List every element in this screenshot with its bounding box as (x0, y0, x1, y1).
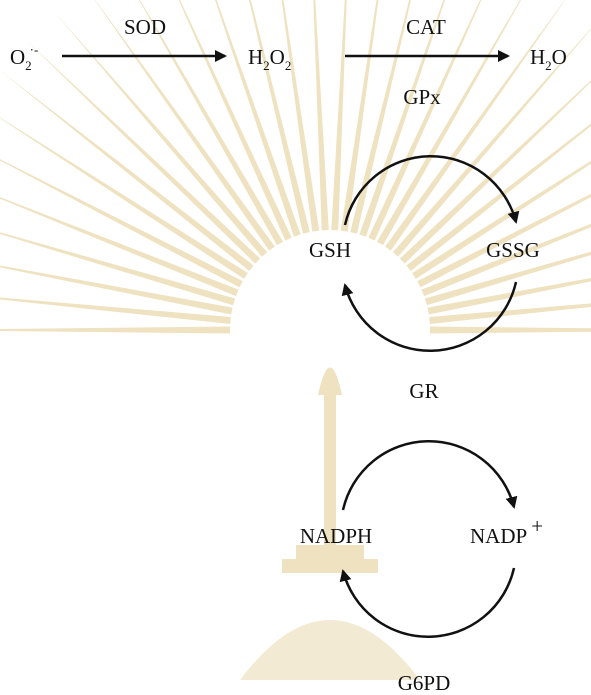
hydrogen-peroxide-label: H2O2 (248, 45, 291, 73)
watermark-ray (54, 12, 268, 257)
gr-enzyme-label: GR (409, 379, 438, 403)
watermark-ray (214, 0, 301, 237)
superoxide-label: O2·- (10, 42, 38, 73)
water-label: H2O (530, 45, 567, 73)
watermark-ray (350, 0, 411, 234)
watermark-rays (0, 0, 591, 334)
watermark-ray (376, 0, 522, 246)
watermark-ray (0, 197, 239, 297)
g6pd-enzyme-label: G6PD (398, 671, 451, 695)
watermark-ray (26, 40, 261, 264)
watermark-ray (359, 0, 446, 237)
watermark-ray (340, 0, 379, 232)
gsh-oxidation-arrow (343, 155, 520, 226)
watermark-ray (0, 326, 231, 334)
watermark-ray (0, 70, 254, 271)
sod-enzyme-label: SOD (124, 15, 166, 39)
watermark-ray (399, 80, 591, 264)
nadp-reduction-arrow (339, 567, 516, 638)
watermark-ray (421, 223, 591, 297)
watermark-ray (0, 297, 231, 324)
watermark-ray (427, 277, 591, 315)
nadph-oxidation-arrow (341, 440, 518, 511)
gssg-reduction-arrow (341, 281, 518, 352)
gsh-label: GSH (309, 238, 351, 262)
watermark-ray (392, 28, 591, 257)
gpx-enzyme-label: GPx (403, 85, 441, 109)
gssg-label: GSSG (486, 238, 540, 262)
watermark-ray (313, 0, 329, 231)
nadph-label: NADPH (300, 524, 372, 548)
watermark-ray (178, 0, 292, 241)
watermark-ray (406, 123, 591, 271)
watermark-ray (429, 326, 591, 334)
watermark-ray (417, 193, 591, 288)
watermark-halo (235, 235, 425, 425)
watermark-ray (412, 160, 591, 279)
watermark-ray (424, 251, 591, 306)
nadp-label: NADP+ (470, 514, 543, 548)
watermark-emblem (240, 367, 420, 680)
watermark-ray (138, 0, 284, 246)
watermark-ray (385, 0, 566, 251)
watermark-ray (281, 0, 320, 232)
watermark-ray (0, 159, 243, 288)
watermark-ray (249, 0, 310, 234)
watermark-ray (94, 0, 275, 251)
watermark-ray (0, 265, 233, 315)
watermark-ray (368, 0, 482, 241)
cat-enzyme-label: CAT (406, 15, 446, 39)
watermark-ray (0, 232, 236, 306)
watermark-ray (331, 0, 347, 231)
watermark-ray (0, 117, 248, 279)
watermark-ray (429, 303, 591, 324)
